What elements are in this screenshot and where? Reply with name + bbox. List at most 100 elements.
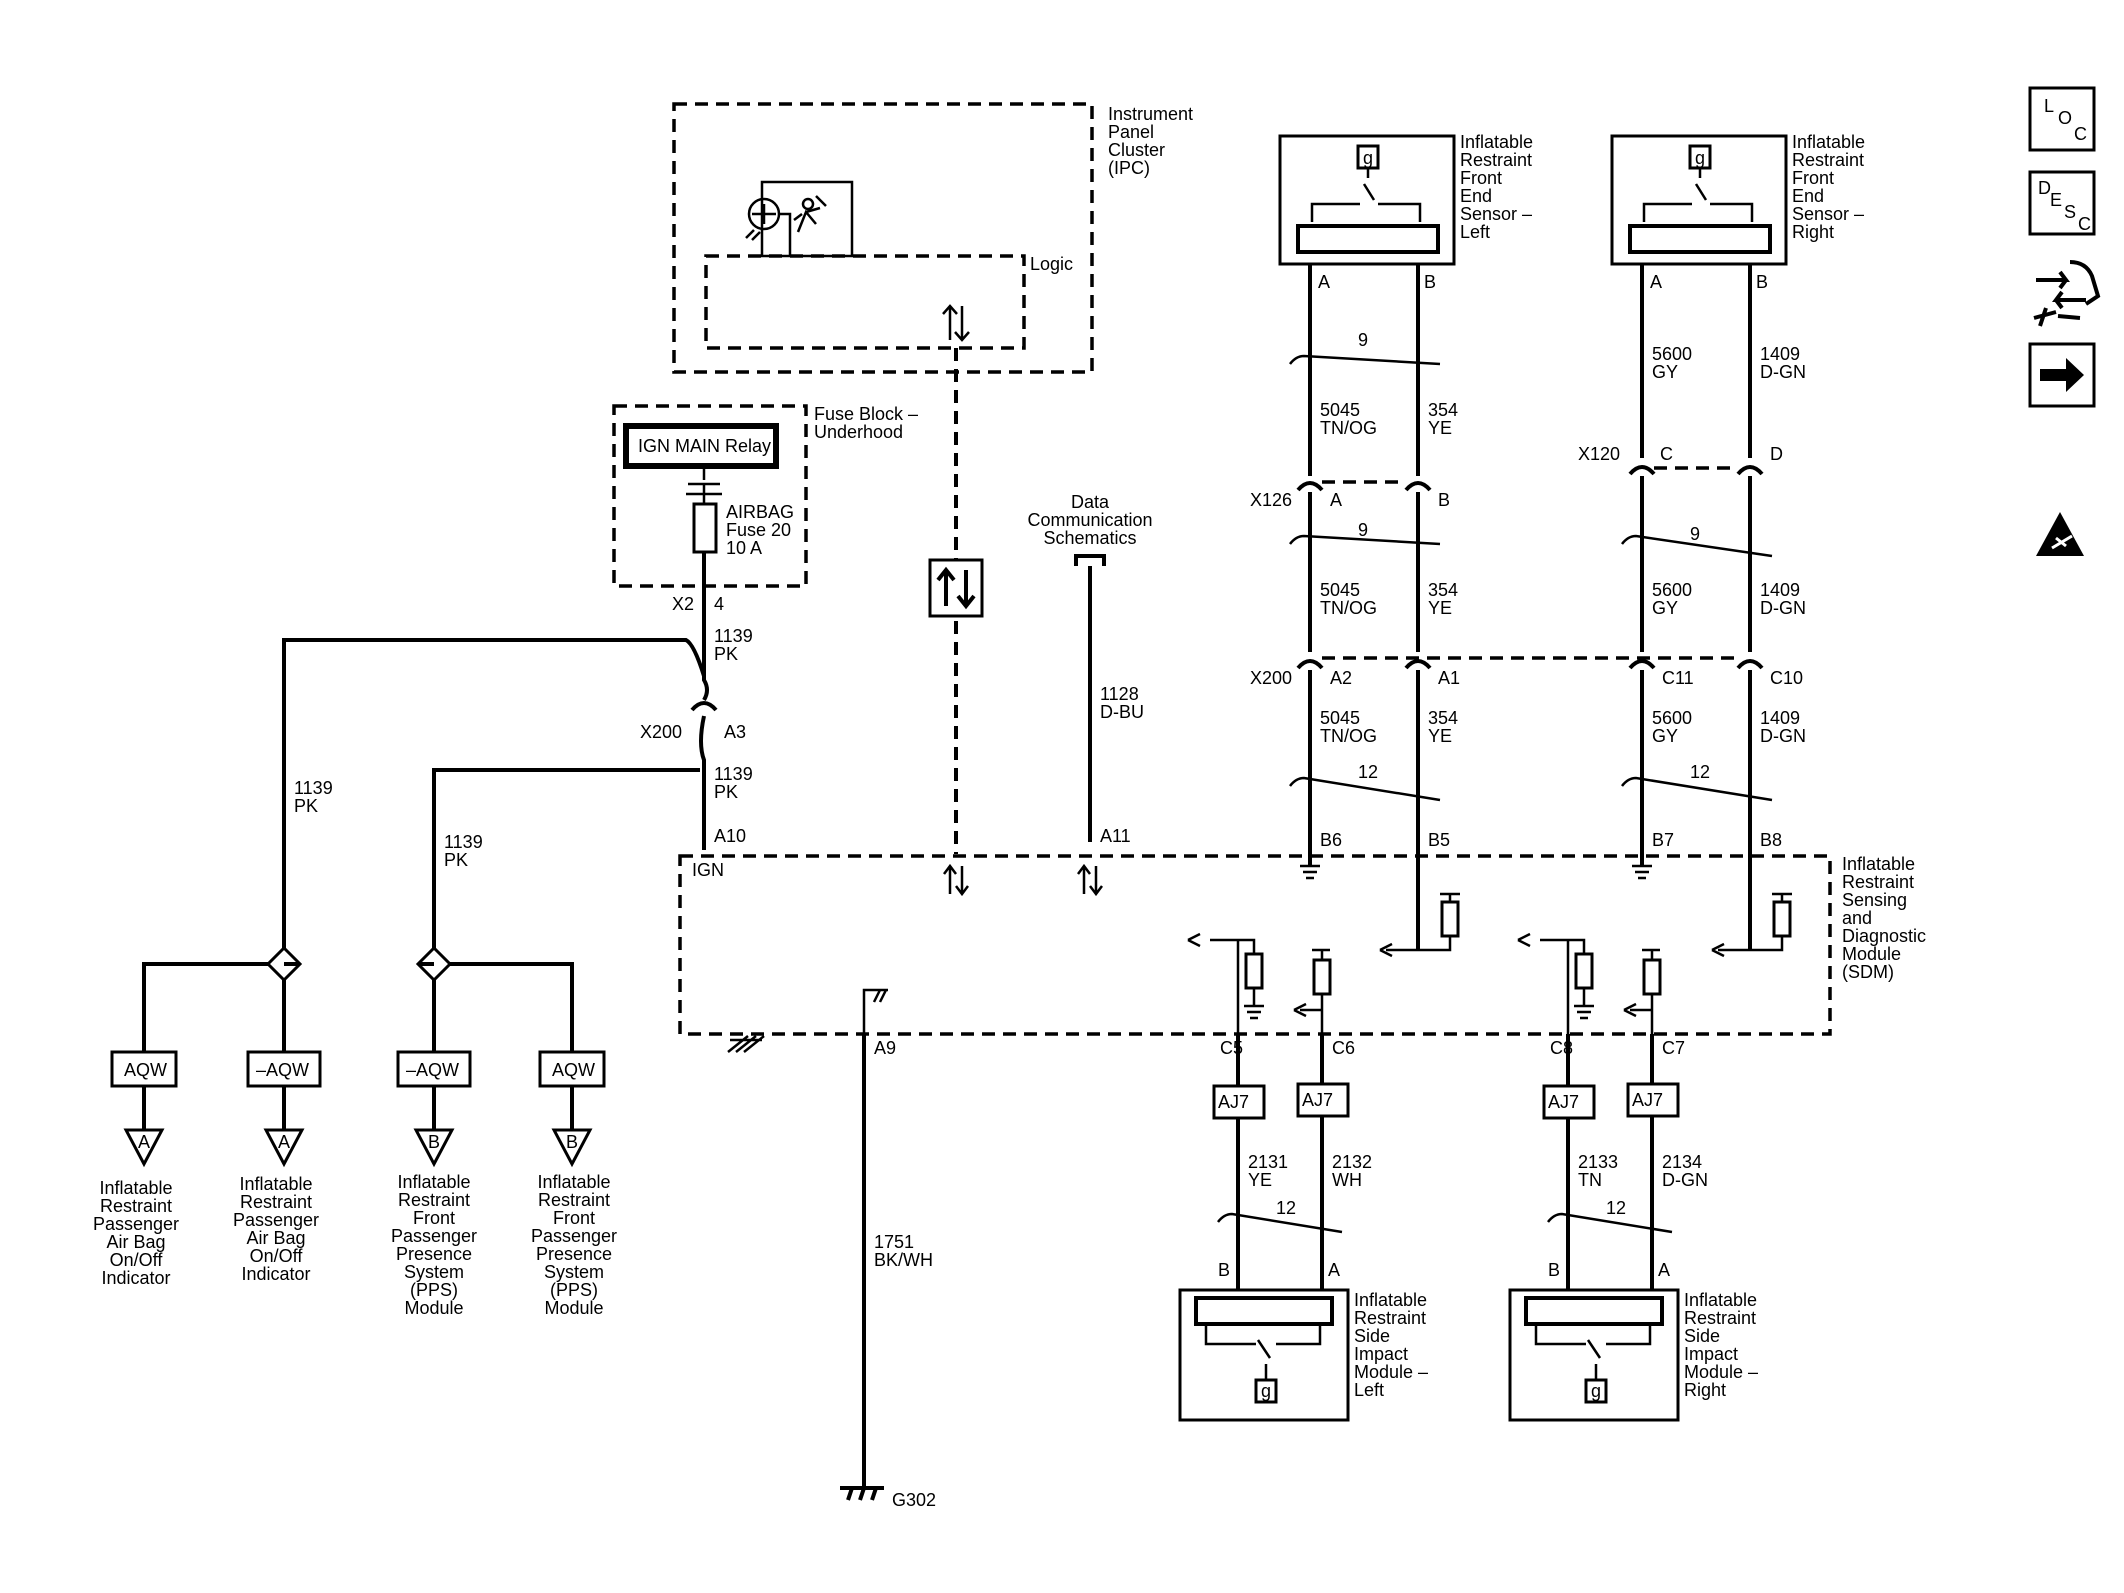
- label-side_right-0: Inflatable: [1684, 1290, 1757, 1310]
- label-data_comm-1: Communication: [1027, 510, 1152, 530]
- path-shape: [1308, 492, 1420, 652]
- label-connectors-d: D: [1770, 444, 1783, 464]
- path-shape: [1379, 892, 1460, 958]
- label-wires-w354-0: 354: [1428, 400, 1458, 420]
- rect-shape: [1524, 1296, 1664, 1326]
- label-wires-w1139-0: 1139: [294, 778, 333, 798]
- label-side_text-desc_d: D: [2038, 178, 2051, 198]
- label-dest_b2-3: Passenger: [531, 1226, 617, 1246]
- label-twist-t12: 12: [1606, 1198, 1626, 1218]
- label-side_text-loc_l: L: [2044, 96, 2054, 116]
- label-dest_b2-4: Presence: [536, 1244, 612, 1264]
- label-options-aj7: AJ7: [1632, 1090, 1663, 1110]
- label-side_right-3: Impact: [1684, 1344, 1738, 1364]
- fuse-block: Fuse Block – Underhood IGN MAIN Relay AI…: [612, 404, 918, 588]
- label-dest_b2-2: Front: [553, 1208, 595, 1228]
- path-shape: [551, 1128, 593, 1168]
- label-ipc-title-3: (IPC): [1108, 158, 1150, 178]
- label-wires-w1139-1: PK: [444, 850, 468, 870]
- label-options-aj7: AJ7: [1218, 1092, 1249, 1112]
- label-squib: g: [1261, 1381, 1271, 1401]
- path-shape: [1236, 1116, 1654, 1290]
- path-shape: [1074, 554, 1106, 842]
- label-connectors-x120: X120: [1578, 444, 1620, 464]
- label-twist-t12: 12: [1690, 762, 1710, 782]
- label-connectors-b: B: [1218, 1260, 1230, 1280]
- label-sensor_left-1: Restraint: [1460, 150, 1532, 170]
- label-squib: g: [1363, 148, 1373, 168]
- label-data_comm-2: Schematics: [1043, 528, 1136, 548]
- label-dest_a1-3: Air Bag: [106, 1232, 165, 1252]
- label-sensor_right-5: Right: [1792, 222, 1834, 242]
- label-connectors-b: B: [1548, 1260, 1560, 1280]
- label-wires-w5045-0: 5045: [1320, 400, 1360, 420]
- label-connectors-c7: C7: [1662, 1038, 1685, 1058]
- label-sensor_left-0: Inflatable: [1460, 132, 1533, 152]
- label-fuse_block-conn: X2: [672, 594, 694, 614]
- label-dest_b1-7: Module: [404, 1298, 463, 1318]
- label-wires-w1139-1: PK: [714, 644, 738, 664]
- label-dest_b2-7: Module: [544, 1298, 603, 1318]
- label-wires-w5045-0: 5045: [1320, 580, 1360, 600]
- label-dest_a2-1: Restraint: [240, 1192, 312, 1212]
- desc-icon[interactable]: D E S C: [2028, 170, 2096, 236]
- rect-shape: [612, 404, 808, 588]
- path-shape: [2036, 512, 2084, 556]
- label-connectors-a: A: [1650, 272, 1662, 292]
- path-shape: [2052, 290, 2086, 310]
- loc-icon[interactable]: L O C: [2028, 86, 2096, 152]
- sdm-module: [678, 854, 1832, 1036]
- path-shape: [699, 715, 706, 850]
- label-connectors-ign: IGN: [692, 860, 724, 880]
- offpage-triangle-a1: A: [123, 1128, 165, 1168]
- path-shape: [1540, 938, 1586, 1060]
- path-shape: [1089, 866, 1103, 897]
- label-options-aj7: AJ7: [1302, 1090, 1333, 1110]
- label-connectors-a11: A11: [1100, 826, 1131, 846]
- label-fuse_block-fuse-0: AIRBAG: [726, 502, 794, 522]
- label-connectors-c10: C10: [1770, 668, 1803, 688]
- connector-tool-icon[interactable]: [2033, 260, 2101, 327]
- path-shape: [1312, 948, 1330, 960]
- label-side_text-desc_s: S: [2064, 202, 2076, 222]
- rect-shape: [1296, 1082, 1350, 1118]
- label-wires-w354-0: 354: [1428, 708, 1458, 728]
- label-wires-w1139-1: PK: [714, 782, 738, 802]
- label-sensor_left-5: Left: [1460, 222, 1490, 242]
- label-dest_a2-4: On/Off: [250, 1246, 304, 1266]
- label-sdm-3: and: [1842, 908, 1872, 928]
- label-dest_a2-5: Indicator: [241, 1264, 310, 1284]
- label-connectors-b5: B5: [1428, 830, 1450, 850]
- label-wires-w354-1: YE: [1428, 598, 1452, 618]
- label-options-b: B: [566, 1132, 578, 1152]
- path-shape: [1204, 1326, 1322, 1380]
- circle-shape: [801, 197, 815, 211]
- label-sdm-0: Inflatable: [1842, 854, 1915, 874]
- label-options-naqw: –AQW: [256, 1060, 309, 1080]
- path-shape: [1642, 948, 1660, 960]
- label-wires-w5600-1: GY: [1652, 598, 1678, 618]
- label-wires-w1409-0: 1409: [1760, 344, 1800, 364]
- data-comm-label: Data Communication Schematics: [1027, 492, 1152, 548]
- rect-shape: [1254, 1378, 1278, 1404]
- path-shape: [1293, 994, 1324, 1060]
- label-wires-w1128-1: D-BU: [1100, 702, 1144, 722]
- label-twist-t9: 9: [1690, 524, 1700, 544]
- label-connectors-b: B: [1424, 272, 1436, 292]
- option-aj7-c7: AJ7: [1626, 1082, 1680, 1118]
- path-shape: [1310, 168, 1422, 222]
- path-shape: [1289, 534, 1441, 546]
- label-connectors-a1: A1: [1438, 668, 1460, 688]
- label-sdm-5: Module: [1842, 944, 1901, 964]
- next-arrow-icon[interactable]: [2028, 342, 2096, 408]
- label-side_right-5: Right: [1684, 1380, 1726, 1400]
- label-sensor_right-3: End: [1792, 186, 1824, 206]
- rect-shape: [1574, 952, 1594, 990]
- airbag-fuse: [692, 502, 718, 554]
- path-shape: [2036, 270, 2070, 290]
- label-dest_b2-5: System: [544, 1262, 604, 1282]
- path-shape: [1574, 988, 1594, 1020]
